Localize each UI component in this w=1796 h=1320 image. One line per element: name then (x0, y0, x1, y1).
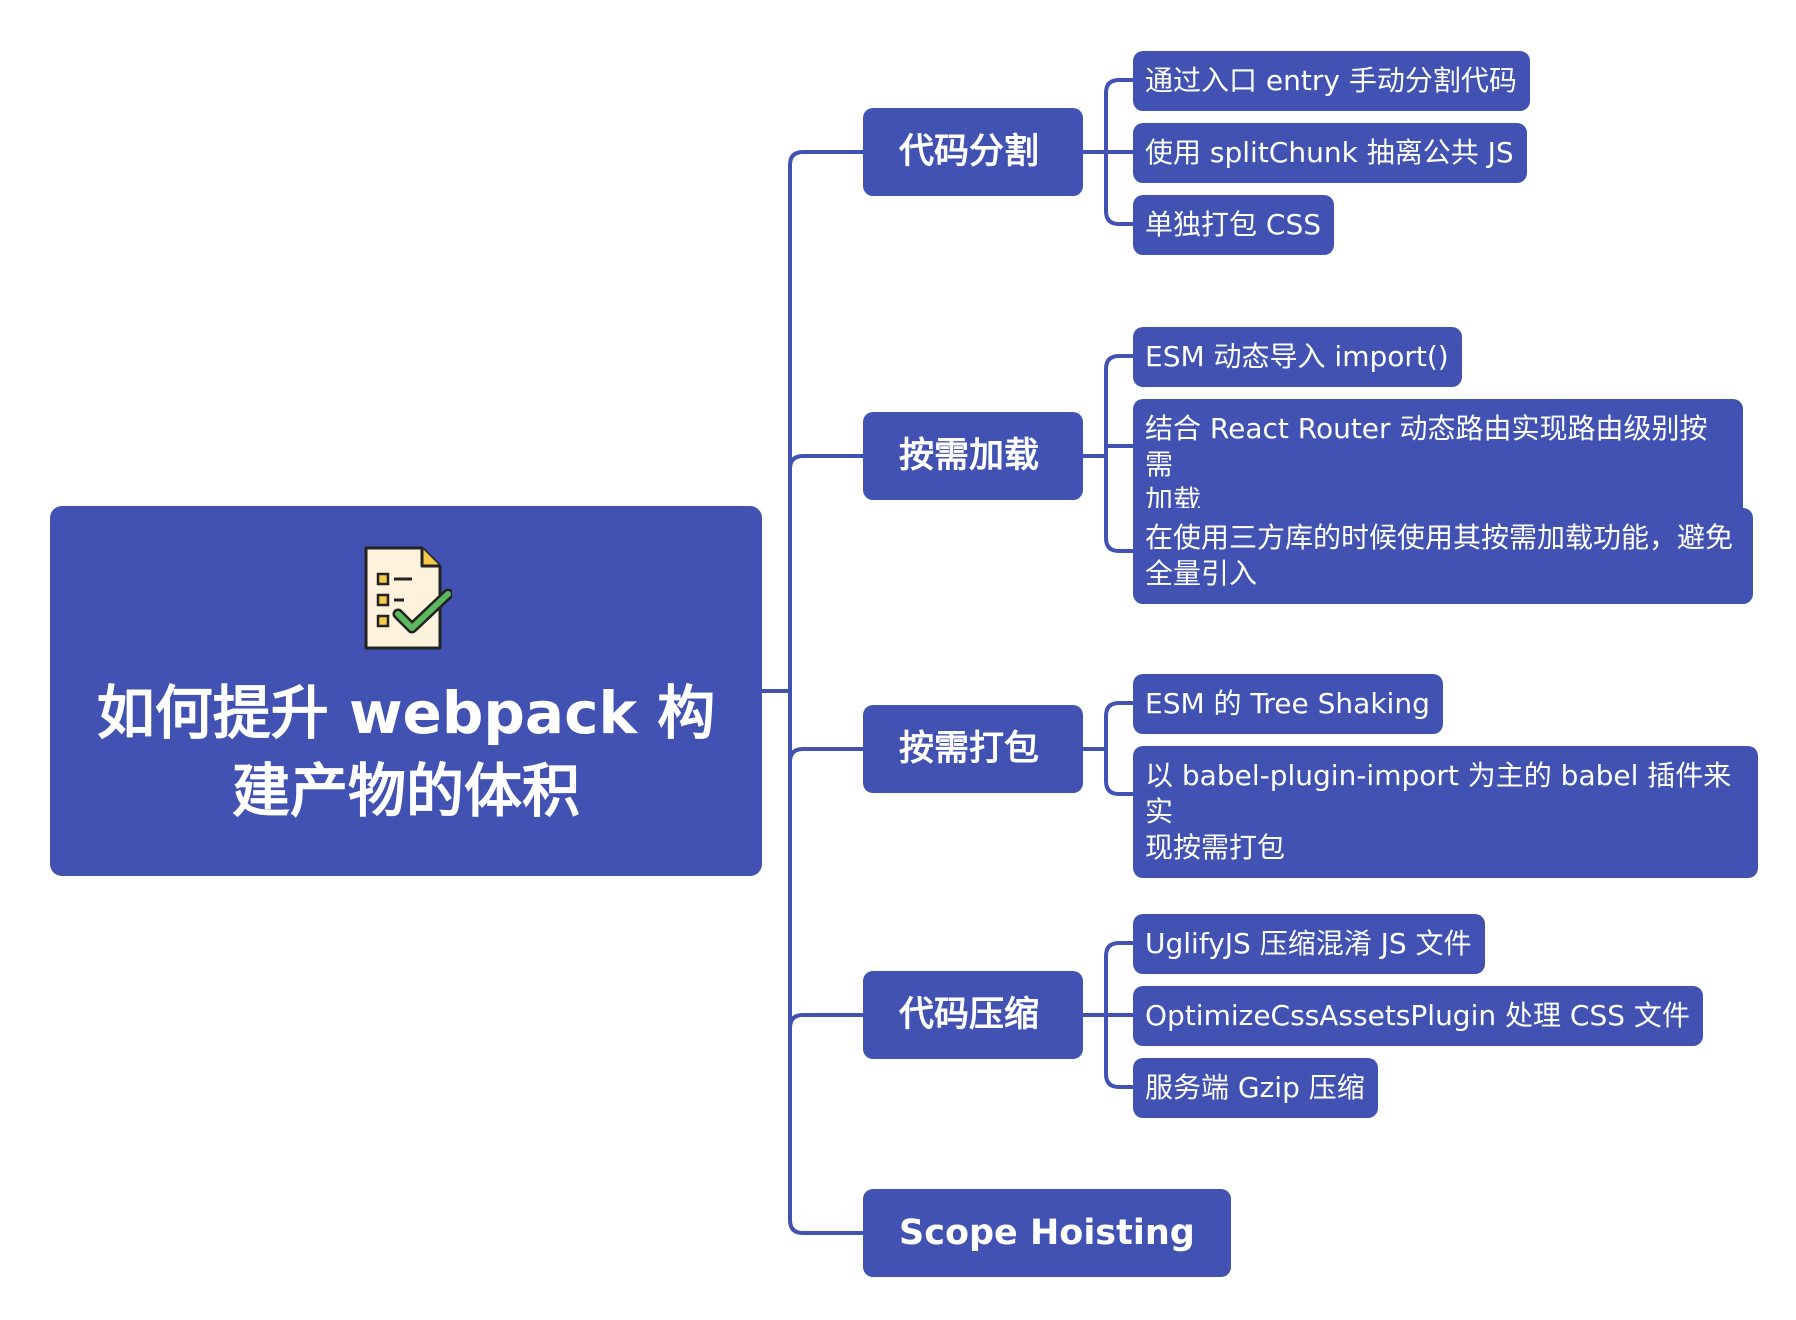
branch-scope-hoisting[interactable]: Scope Hoisting (863, 1189, 1231, 1277)
connector-branch-2 (788, 454, 865, 471)
leaf-optimize-css[interactable]: OptimizeCssAssetsPlugin 处理 CSS 文件 (1133, 986, 1703, 1046)
root-title: 如何提升 webpack 构 建产物的体积 (86, 674, 726, 830)
connector-trunk (788, 150, 865, 1235)
leaf-dynamic-import[interactable]: ESM 动态导入 import() (1133, 327, 1462, 387)
branch-on-demand-bundling[interactable]: 按需打包 (863, 705, 1083, 793)
leaf-babel-plugin-import-line-1: 以 babel-plugin-import 为主的 babel 插件来实 (1145, 759, 1732, 828)
connector-leaf-group-4 (1081, 941, 1135, 1089)
connector-leaf-group-2 (1081, 354, 1135, 553)
leaf-third-party-lib[interactable]: 在使用三方库的时候使用其按需加载功能，避免 全量引入 (1133, 508, 1753, 604)
leaf-splitchunk[interactable]: 使用 splitChunk 抽离公共 JS (1133, 123, 1527, 183)
connector-branch-3 (788, 747, 865, 764)
leaf-react-router-line-1: 结合 React Router 动态路由实现路由级别按需 (1145, 412, 1708, 481)
leaf-babel-plugin-import[interactable]: 以 babel-plugin-import 为主的 babel 插件来实 现按需… (1133, 746, 1758, 878)
leaf-third-party-lib-line-1: 在使用三方库的时候使用其按需加载功能，避免 (1145, 521, 1734, 554)
root-node[interactable]: 如何提升 webpack 构 建产物的体积 (50, 506, 762, 876)
root-title-line-1: 如何提升 webpack 构 (96, 679, 716, 747)
leaf-css-bundle[interactable]: 单独打包 CSS (1133, 195, 1334, 255)
leaf-entry-split[interactable]: 通过入口 entry 手动分割代码 (1133, 51, 1530, 111)
leaf-third-party-lib-line-2: 全量引入 (1145, 557, 1258, 590)
branch-code-splitting[interactable]: 代码分割 (863, 108, 1083, 196)
root-title-line-2: 建产物的体积 (231, 757, 580, 825)
connector-leaf-group-1 (1081, 78, 1135, 226)
connector-branch-4 (788, 1013, 865, 1030)
branch-lazy-loading[interactable]: 按需加载 (863, 412, 1083, 500)
leaf-tree-shaking[interactable]: ESM 的 Tree Shaking (1133, 674, 1443, 734)
leaf-uglifyjs[interactable]: UglifyJS 压缩混淆 JS 文件 (1133, 914, 1485, 974)
branch-compression[interactable]: 代码压缩 (863, 971, 1083, 1059)
leaf-gzip[interactable]: 服务端 Gzip 压缩 (1133, 1058, 1378, 1118)
checklist-document-icon (364, 546, 452, 650)
connector-leaf-group-3 (1081, 701, 1135, 796)
leaf-babel-plugin-import-line-2: 现按需打包 (1145, 831, 1286, 864)
